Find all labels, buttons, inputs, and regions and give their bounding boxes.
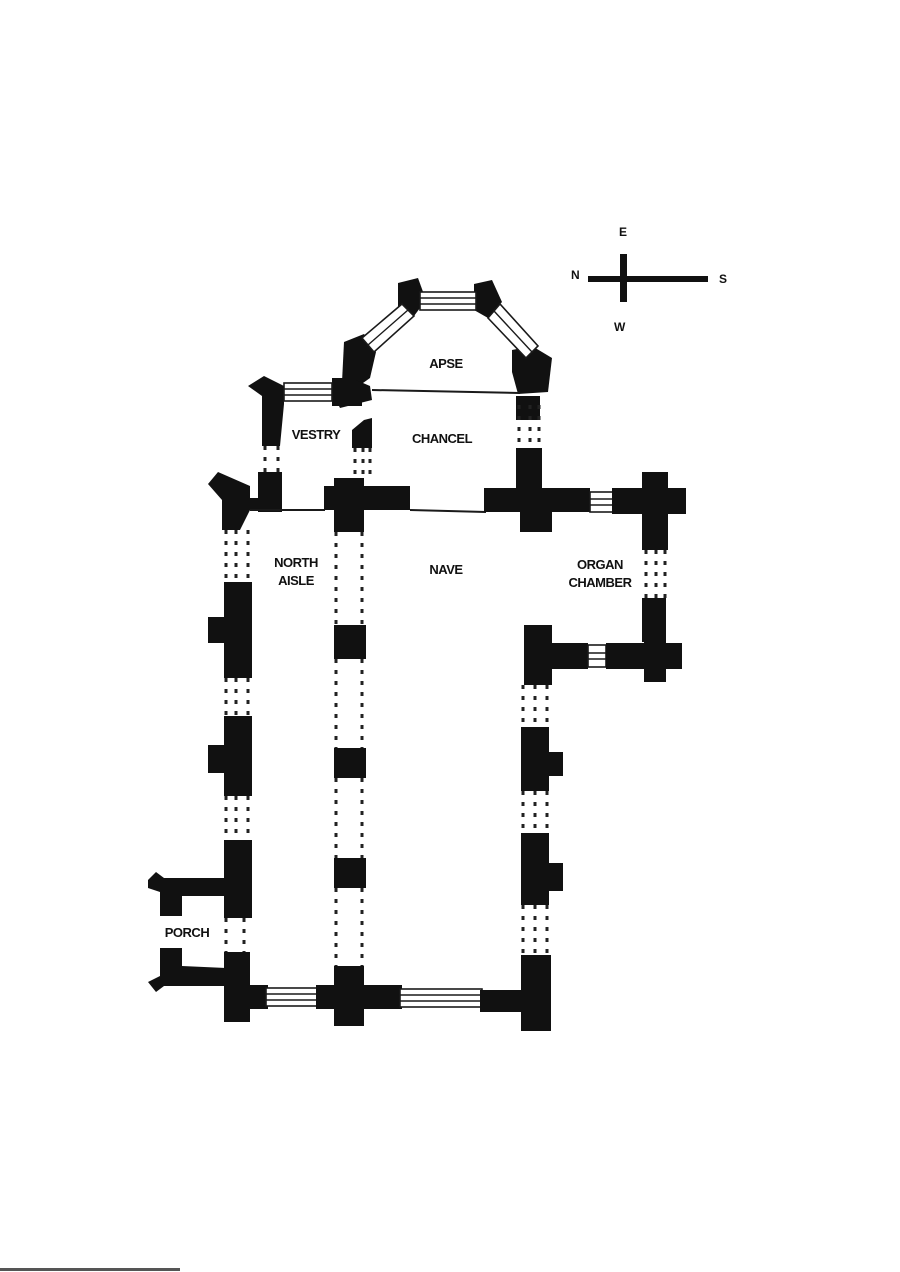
room-label-north-aisle: NORTH AISLE: [274, 555, 318, 588]
room-label-apse: APSE: [429, 356, 463, 371]
porch-walls: [148, 872, 226, 992]
arcade: [334, 532, 366, 968]
room-label-chancel: CHANCEL: [411, 431, 473, 446]
room-label-nave: NAVE: [429, 562, 463, 577]
compass-north-label: N: [571, 268, 580, 282]
west-wall: [224, 966, 530, 1026]
compass-rose: [588, 254, 708, 302]
compass-south-label: S: [719, 272, 728, 286]
south-wall: [521, 685, 563, 1031]
apse-walls: [342, 278, 552, 394]
compass-west-label: W: [614, 320, 626, 334]
room-label-organ-chamber: ORGAN CHAMBER: [568, 557, 632, 590]
north-wall: [208, 530, 252, 1022]
compass-east-label: E: [619, 225, 628, 239]
room-label-vestry: VESTRY: [291, 427, 341, 442]
crossing-walls: [208, 396, 686, 550]
scan-edge-line: [0, 1268, 180, 1271]
vestry-walls: [248, 376, 372, 512]
organ-chamber-walls: [524, 550, 682, 685]
room-label-porch: PORCH: [164, 925, 210, 940]
